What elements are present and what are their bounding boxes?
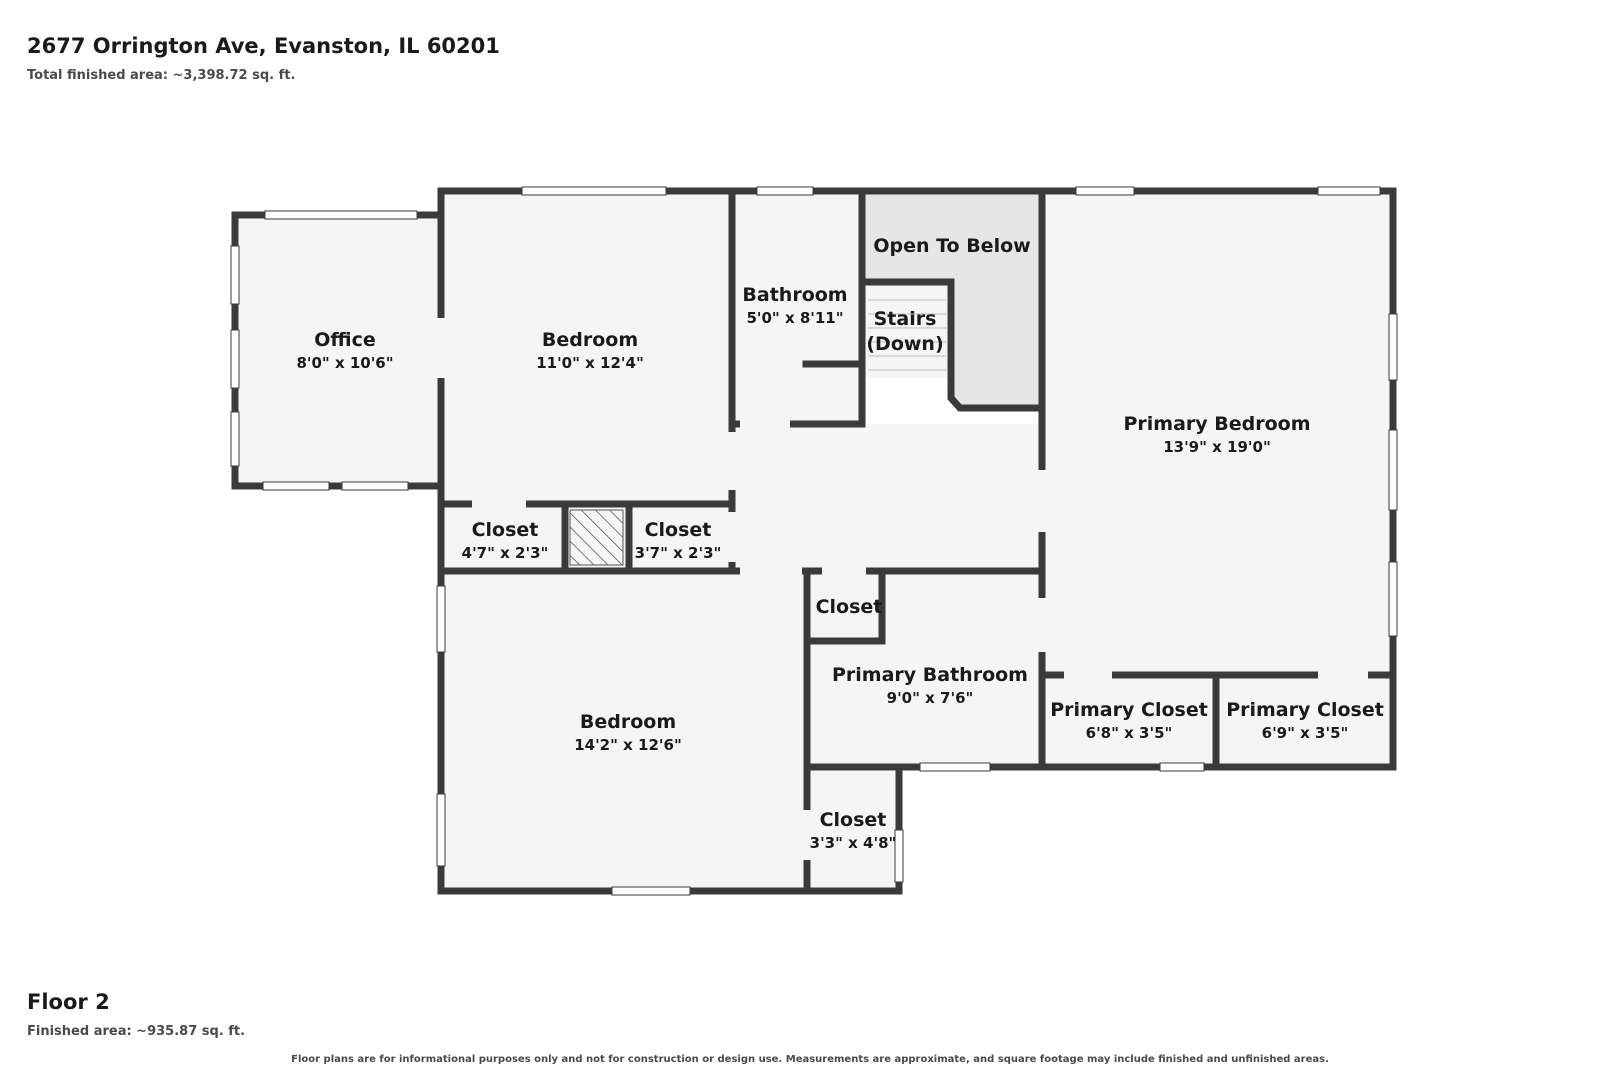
- closet-4-floor: [807, 767, 899, 891]
- window: [436, 793, 446, 867]
- window: [264, 210, 418, 220]
- primary-bedroom-name: Primary Bedroom: [1123, 413, 1310, 435]
- bedroom-2-name: Bedroom: [580, 711, 676, 733]
- wall: [803, 567, 886, 645]
- hallway-floor: [732, 424, 1042, 571]
- window: [1388, 313, 1398, 381]
- doorway: [437, 318, 445, 378]
- window: [341, 481, 409, 491]
- chimney-hatch: [569, 509, 624, 566]
- office-floor: [235, 215, 441, 486]
- window: [1159, 762, 1205, 772]
- window: [230, 329, 240, 389]
- wall: [858, 278, 1046, 412]
- doorway: [1318, 671, 1368, 679]
- doorway: [472, 500, 526, 508]
- disclaimer-text: Floor plans are for informational purpos…: [291, 1054, 1329, 1065]
- window: [756, 186, 814, 196]
- doorway: [1064, 671, 1112, 679]
- total-area-label: Total finished area: ~3,398.72 sq. ft.: [27, 68, 296, 83]
- stairs-label-line1: Stairs: [874, 308, 937, 330]
- bathroom-floor: [732, 191, 862, 424]
- office-name: Office: [314, 329, 376, 351]
- window: [1388, 561, 1398, 637]
- doorway: [803, 810, 811, 860]
- window: [894, 829, 904, 883]
- stairs-floor: [862, 282, 951, 378]
- office-dims: 8'0" x 10'6": [296, 354, 393, 372]
- primary-closet-1-name: Primary Closet: [1050, 699, 1208, 721]
- doorway: [740, 420, 790, 428]
- floor-area-label: Finished area: ~935.87 sq. ft.: [27, 1024, 246, 1039]
- closet-1-dims: 4'7" x 2'3": [462, 544, 549, 562]
- primary-bedroom-floor: [1042, 191, 1393, 675]
- bedroom-2-dims: 14'2" x 12'6": [574, 736, 682, 754]
- window: [230, 411, 240, 467]
- bedroom-1-dims: 11'0" x 12'4": [536, 354, 644, 372]
- window: [1075, 186, 1135, 196]
- closet-1-floor: [441, 508, 565, 571]
- window: [436, 585, 446, 653]
- window: [611, 886, 691, 896]
- closet-4-dims: 3'3" x 4'8": [810, 834, 897, 852]
- window: [230, 245, 240, 305]
- primary-closet-2-name: Primary Closet: [1226, 699, 1384, 721]
- floor-title: Floor 2: [27, 990, 110, 1014]
- closet-2-dims: 3'7" x 2'3": [635, 544, 722, 562]
- primary-bathroom-dims: 9'0" x 7'6": [887, 689, 974, 707]
- primary-closet-2-floor: [1216, 675, 1393, 767]
- doorway: [740, 567, 802, 575]
- window: [1317, 186, 1381, 196]
- bedroom-2-floor: [441, 571, 807, 891]
- primary-bedroom-dims: 13'9" x 19'0": [1163, 438, 1271, 456]
- windows: [230, 186, 1398, 896]
- doorway: [822, 567, 866, 575]
- bedroom-1-name: Bedroom: [542, 329, 638, 351]
- open-to-below-label: Open To Below: [873, 235, 1030, 257]
- window: [1388, 429, 1398, 511]
- bathroom-dims: 5'0" x 8'11": [746, 309, 843, 327]
- address-title: 2677 Orrington Ave, Evanston, IL 60201: [27, 34, 500, 58]
- doorways: [437, 318, 1368, 860]
- closet-2-name: Closet: [645, 519, 712, 541]
- closet-1-name: Closet: [472, 519, 539, 541]
- primary-closet-2-dims: 6'9" x 3'5": [1262, 724, 1349, 742]
- doorway: [728, 512, 736, 562]
- doorway: [1038, 598, 1046, 652]
- doorway: [1038, 470, 1046, 532]
- bathroom-name: Bathroom: [742, 284, 847, 306]
- window: [521, 186, 667, 196]
- room-labels: Office 8'0" x 10'6" Bedroom 11'0" x 12'4…: [296, 235, 1383, 852]
- window: [262, 481, 330, 491]
- closet-4-name: Closet: [820, 809, 887, 831]
- stairs-label-line2: (Down): [866, 333, 943, 355]
- bedroom-1-floor: [441, 191, 732, 504]
- doorway: [728, 432, 736, 490]
- closet-2-floor: [629, 508, 732, 571]
- primary-bathroom-floor: [807, 571, 1042, 767]
- primary-bathroom-name: Primary Bathroom: [832, 664, 1028, 686]
- primary-closet-1-dims: 6'8" x 3'5": [1086, 724, 1173, 742]
- primary-closet-1-floor: [1042, 675, 1216, 767]
- window: [919, 762, 991, 772]
- stair-treads: [868, 299, 946, 371]
- closet-3-name: Closet: [816, 596, 883, 618]
